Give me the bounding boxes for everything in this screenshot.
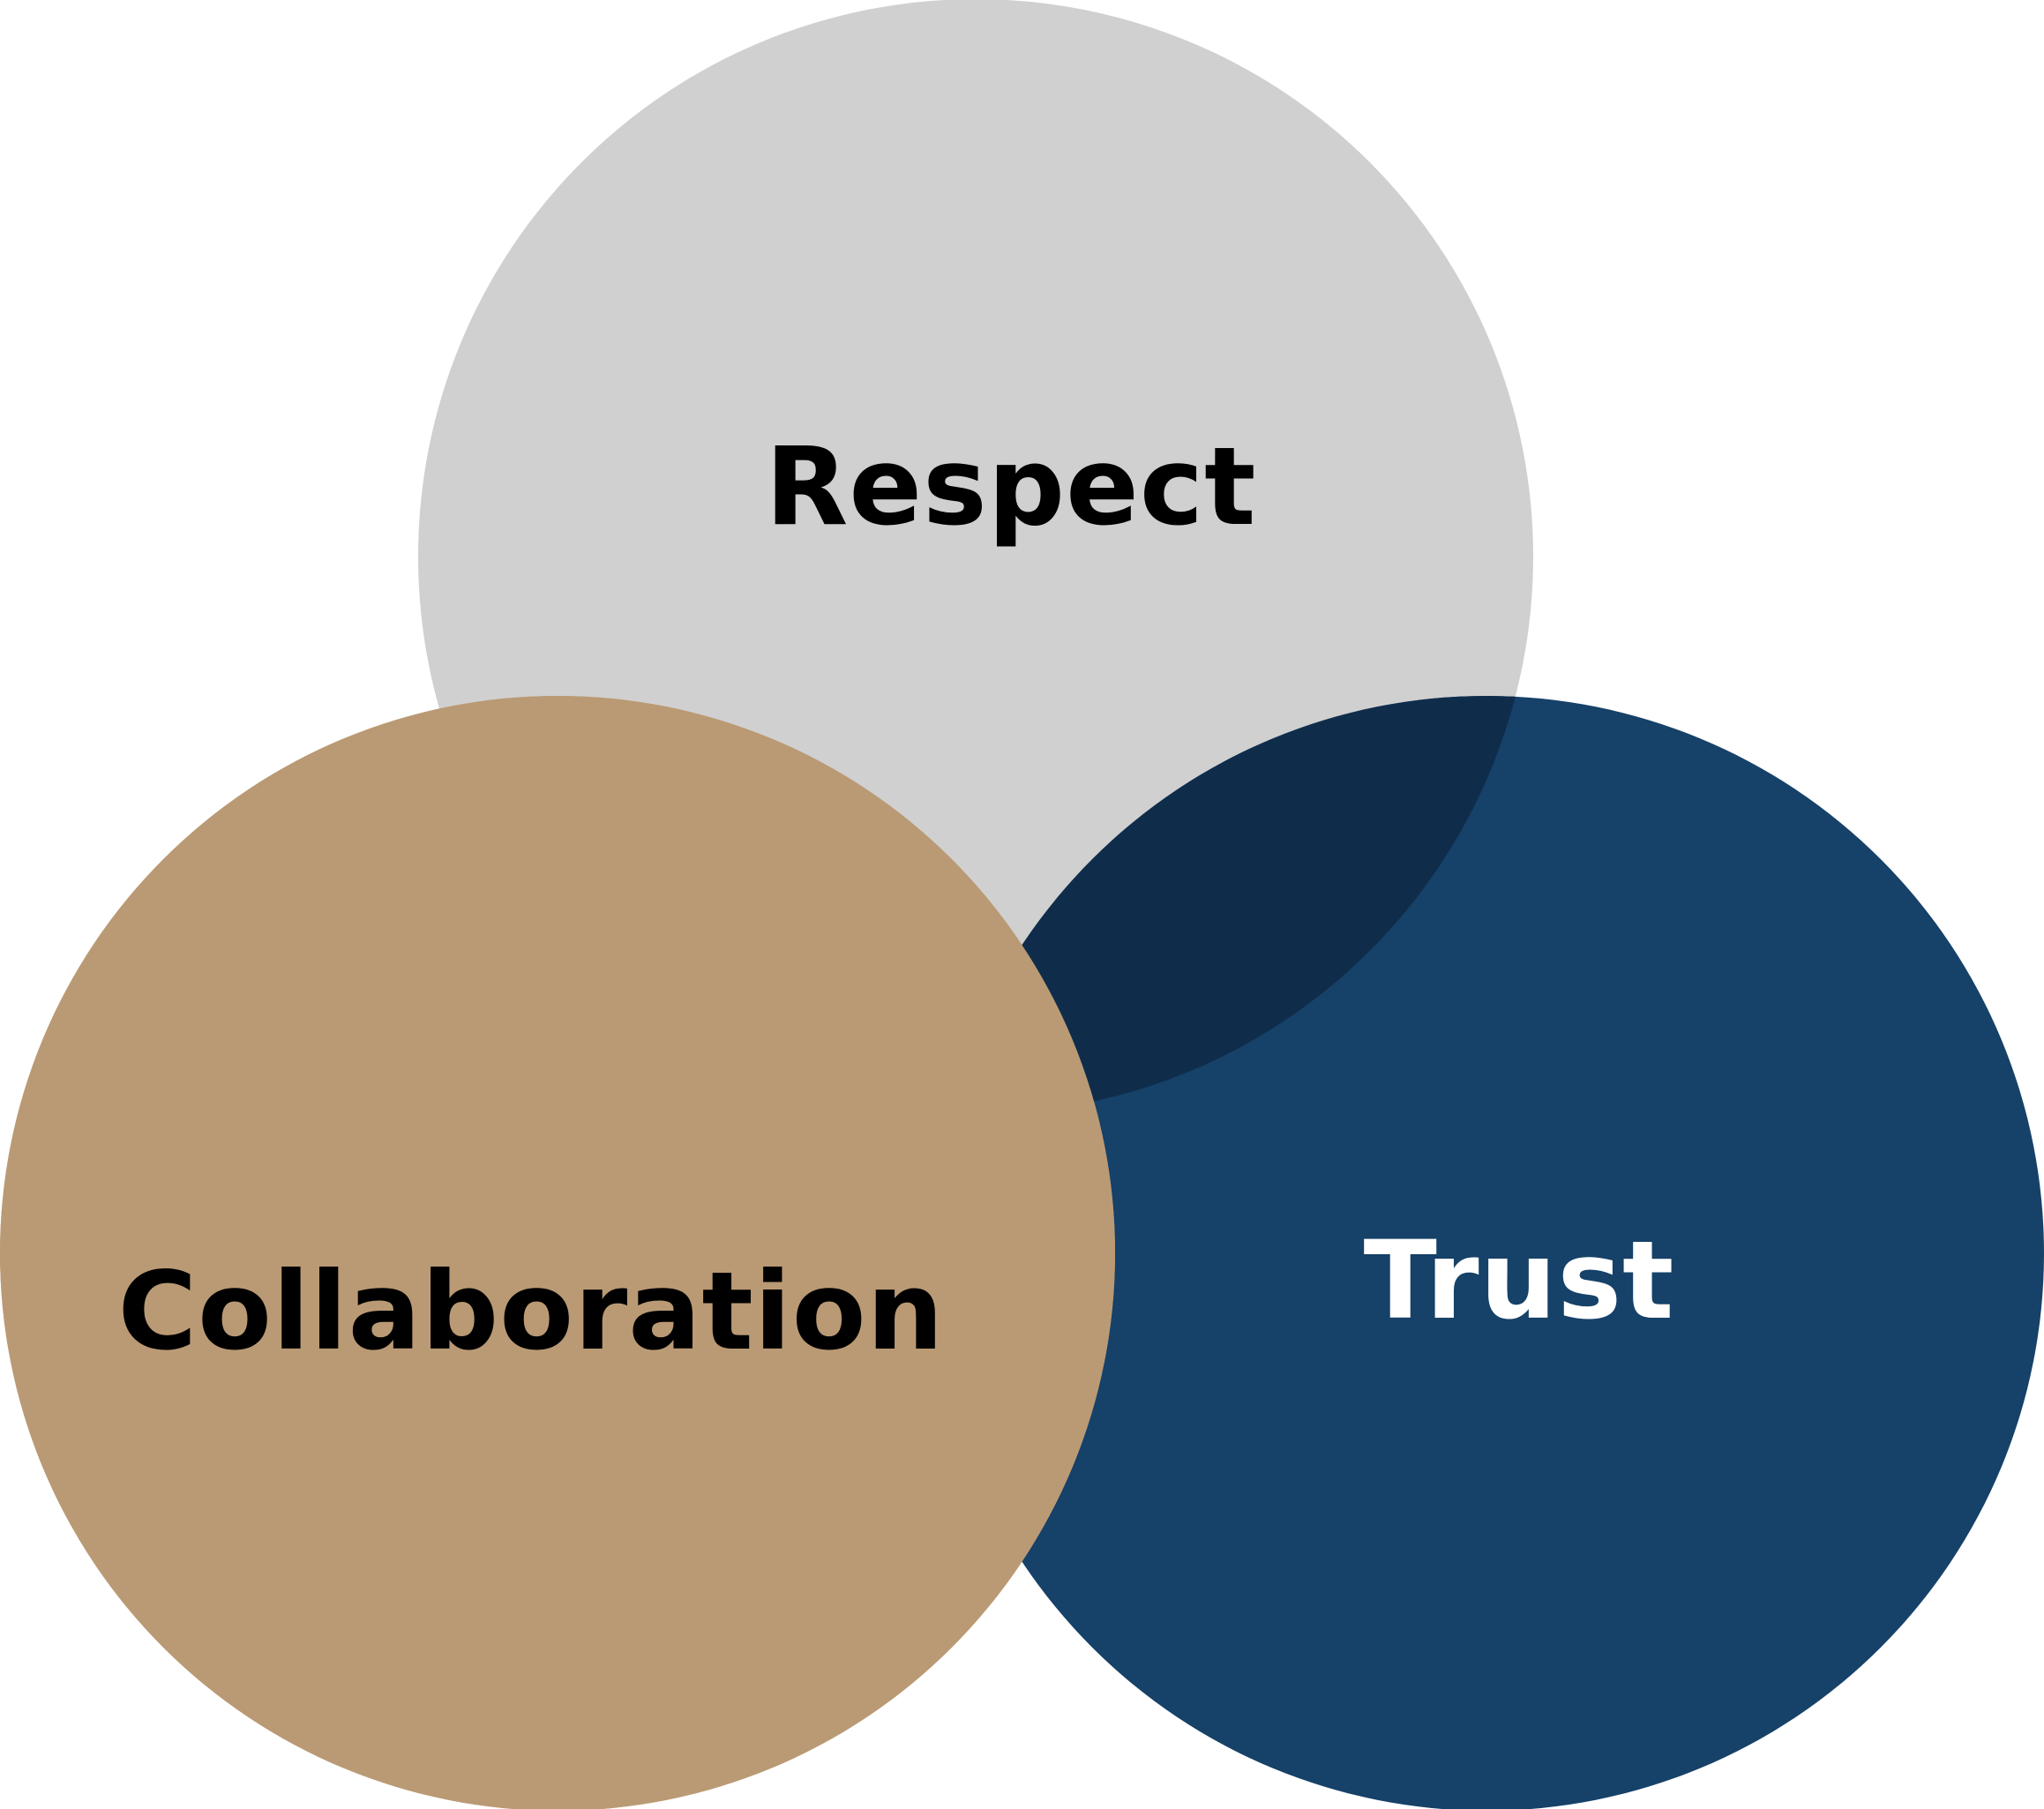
respect-label: Respect [765,424,1256,549]
collaboration-circle-top [0,696,1115,1809]
respect-trust-overlap [929,696,1533,1114]
collaboration-label: Collaboration [118,1249,945,1374]
trust-label: Trust [1364,1218,1675,1343]
